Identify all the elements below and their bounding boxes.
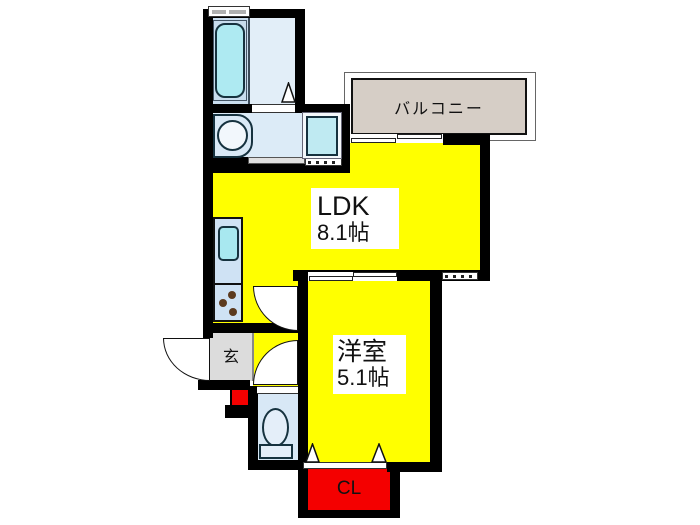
ldk-label: LDK — [317, 191, 370, 222]
wall-closet-right — [390, 462, 400, 518]
vent-ticks — [445, 275, 476, 278]
closet-door-triangle — [371, 443, 387, 463]
entrance-label: 玄 — [222, 349, 239, 366]
sliding-panel — [351, 138, 396, 143]
wall-top — [203, 9, 305, 18]
toilet-tank — [259, 444, 293, 459]
wall-left — [203, 9, 213, 338]
bathroom-door-opening — [252, 104, 295, 113]
closet-floor — [306, 466, 390, 511]
entrance-hall-divider-line — [252, 333, 254, 381]
entrance-floor — [209, 333, 253, 381]
wall-washroom-right — [340, 104, 350, 173]
wall-western-right — [430, 270, 442, 472]
bathtub-frame — [213, 20, 247, 101]
western-room-label: 洋室 — [337, 338, 388, 367]
closet-door-triangle — [305, 443, 320, 463]
closet-label: CL — [336, 478, 362, 499]
vent-ticks — [308, 161, 340, 164]
stove-burner — [219, 299, 227, 307]
wall-ldk-top-right — [443, 134, 490, 145]
entrance-label-wrap: 玄 — [209, 333, 253, 377]
wall-toilet-left — [248, 386, 258, 470]
washing-machine — [306, 116, 338, 156]
sliding-panel — [397, 134, 442, 139]
washroom-door-track — [248, 157, 305, 164]
vanity-basin — [217, 120, 248, 151]
wall-closet-left — [298, 460, 308, 518]
bathroom-divider-line — [248, 18, 250, 105]
kitchen-counter-divider — [214, 283, 242, 285]
balcony-sliding-door — [350, 134, 443, 143]
western-sliding-door — [308, 272, 397, 281]
wall-western-bottom — [387, 462, 442, 472]
stove-burner — [228, 291, 236, 299]
entrance-door-swing-arc — [163, 338, 210, 381]
wall-toilet-bottom — [248, 460, 308, 470]
closet-door-opening — [303, 462, 387, 469]
bathtub — [215, 23, 245, 98]
ldk-area: 8.1帖 — [317, 220, 370, 246]
window-pane — [229, 10, 246, 14]
wall-western-left — [298, 270, 308, 472]
balcony: バルコニー — [351, 78, 527, 135]
wall-entrance-bottom — [198, 380, 250, 390]
sliding-panel — [353, 272, 397, 277]
sliding-panel — [309, 276, 353, 281]
kitchen-sink — [218, 226, 239, 261]
balcony-label: バルコニー — [394, 100, 484, 118]
ldk-vent-window — [442, 272, 478, 280]
toilet-bowl — [262, 408, 289, 447]
wall-hall-top — [203, 323, 298, 333]
bathroom-door-triangle — [281, 82, 296, 103]
wall-ldk-right — [480, 134, 490, 281]
wall-bath-right — [295, 9, 305, 113]
toilet-door-opening — [257, 386, 298, 394]
wall-closet-bottom — [298, 510, 400, 518]
stove-burner — [229, 308, 237, 316]
closet-label-wrap: CL — [308, 468, 390, 510]
western-room-label-box: 洋室 5.1帖 — [333, 335, 406, 394]
western-room-area: 5.1帖 — [337, 365, 390, 391]
bathroom-window — [208, 6, 250, 17]
window-pane — [212, 10, 226, 14]
ldk-label-box: LDK 8.1帖 — [311, 188, 399, 249]
